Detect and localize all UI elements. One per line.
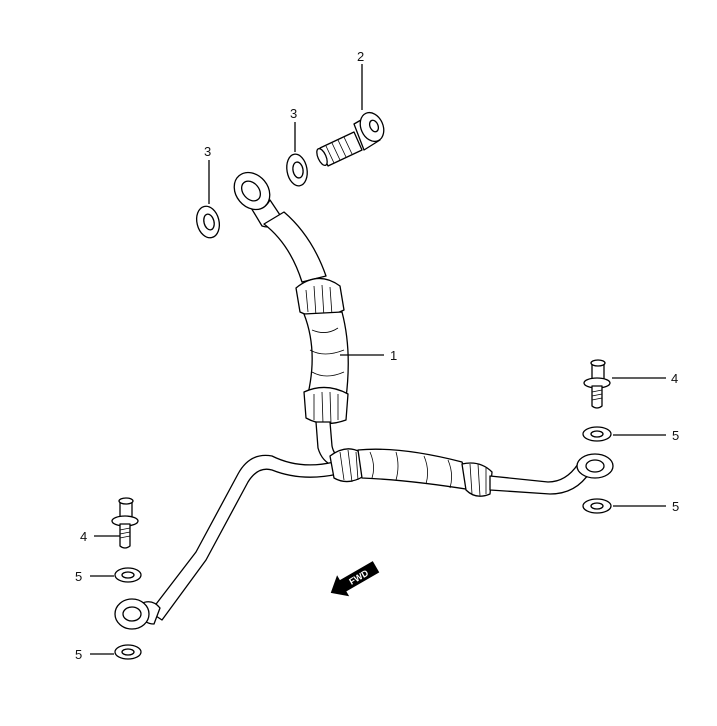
callout-5-right-upper: 5 [672,428,679,443]
fwd-arrow-icon: FWD [330,561,380,597]
callout-5-left-lower: 5 [75,647,82,662]
washer-left-lower [114,644,142,660]
callout-1: 1 [390,348,397,363]
callout-5-left-upper: 5 [75,569,82,584]
callout-3-right: 3 [290,106,297,121]
lower-hose-collar [303,386,349,425]
washer-right-lower [582,498,612,514]
callout-labels: 1 2 3 3 4 4 5 5 5 5 [75,49,679,662]
flange-bolt-right [583,359,611,409]
sealing-washer-upper-left [195,205,221,239]
callout-5-right-lower: 5 [672,499,679,514]
oil-hose-assembly [114,171,614,630]
sealing-washer-upper-right [286,153,308,187]
callout-2: 2 [357,49,364,64]
right-hose-collar [461,462,493,497]
right-banjo-fitting [576,453,614,479]
banjo-bolt [316,111,385,167]
callout-4-right: 4 [671,371,678,386]
left-banjo-fitting [114,598,161,630]
leader-lines [90,64,666,655]
upper-hose-collar [295,277,345,318]
callout-4-left: 4 [80,529,87,544]
washer-left-upper [114,567,142,583]
flange-bolt-left [111,497,139,549]
washer-right-upper [582,426,612,442]
callout-3-left: 3 [204,144,211,159]
